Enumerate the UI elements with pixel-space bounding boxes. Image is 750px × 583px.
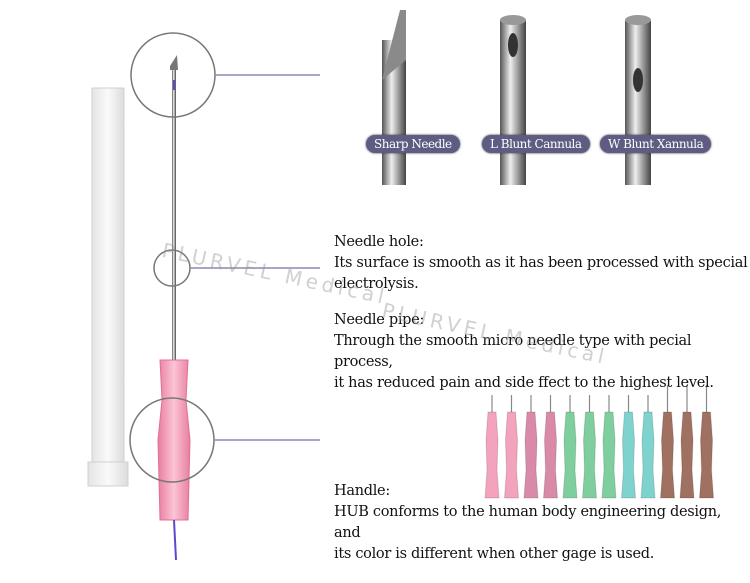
section-needle-hole: Needle hole: Its surface is smooth as it… [334, 232, 748, 295]
hub-8 [620, 395, 637, 499]
section-line: HUB conforms to the human body engineeri… [334, 504, 722, 541]
section-line: electrolysis. [334, 276, 419, 292]
callout-pipe [153, 249, 320, 287]
section-handle: Handle: HUB conforms to the human body e… [334, 481, 750, 565]
callout-tip [130, 32, 320, 118]
hub-6 [581, 395, 598, 499]
tip-label-w-blunt: W Blunt Xannula [600, 135, 712, 153]
tip-label-l-blunt: L Blunt Cannula [482, 135, 590, 153]
hub-3 [523, 395, 539, 499]
hub-10 [659, 385, 676, 499]
l-blunt-cannula-tip [500, 15, 526, 185]
section-line: Through the smooth micro needle type wit… [334, 333, 692, 370]
hub-5 [562, 395, 578, 499]
section-title: Handle: [334, 483, 390, 499]
section-line: its color is different when other gage i… [334, 546, 655, 562]
hub-1 [484, 395, 500, 499]
section-title: Needle pipe: [334, 312, 425, 328]
cannula [157, 55, 191, 561]
sharp-needle-tip [382, 0, 406, 185]
callout-hub [129, 397, 320, 483]
hub-4 [542, 395, 559, 499]
hub-11 [679, 385, 695, 499]
colored-hubs-row [484, 385, 715, 499]
w-blunt-cannula-tip [625, 15, 651, 185]
tip-label-sharp: Sharp Needle [366, 135, 460, 153]
section-line: Its surface is smooth as it has been pro… [334, 255, 748, 271]
hub-9 [640, 395, 656, 499]
section-line: it has reduced pain and side ffect to th… [334, 375, 714, 391]
hub-7 [601, 395, 617, 499]
section-title: Needle hole: [334, 234, 424, 250]
section-needle-pipe: Needle pipe: Through the smooth micro ne… [334, 310, 750, 394]
hub-2 [503, 395, 520, 499]
needle-cap [87, 87, 129, 487]
hub-12 [698, 385, 715, 499]
